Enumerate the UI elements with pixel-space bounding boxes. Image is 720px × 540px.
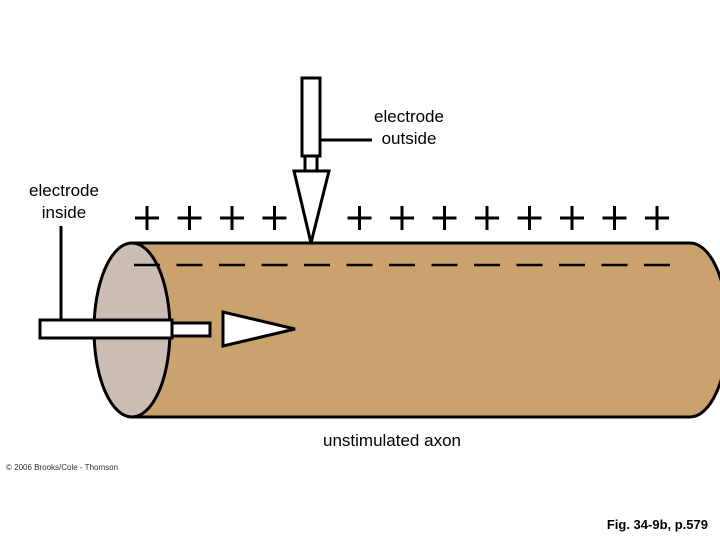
plus-charge — [220, 206, 244, 230]
outside-charge-row — [135, 206, 669, 230]
inside-electrode-tip — [221, 310, 296, 348]
plus-charge — [262, 206, 287, 230]
inside-electrode-collar — [170, 321, 212, 338]
axon-caption: unstimulated axon — [323, 431, 461, 450]
plus-charge — [517, 206, 542, 230]
outside-electrode-collar — [303, 154, 319, 173]
plus-charge — [645, 206, 669, 230]
plus-charge — [560, 206, 584, 230]
plus-charge — [347, 206, 372, 230]
outside-electrode-shaft — [300, 76, 322, 158]
electrode-outside-line2: outside — [381, 129, 437, 148]
outside-electrode — [292, 76, 372, 244]
plus-charge — [475, 206, 499, 230]
plus-charge — [177, 206, 202, 230]
electrode-outside-line1: electrode — [374, 107, 444, 126]
plus-charge — [432, 206, 457, 230]
axon-cylinder-body — [130, 241, 720, 419]
figure-reference: Fig. 34-9b, p.579 — [606, 517, 708, 532]
plus-charge — [602, 206, 627, 230]
plus-charge — [135, 206, 159, 230]
electrode-outside-label: electrode outside — [366, 106, 452, 150]
inside-electrode — [38, 226, 296, 348]
electrode-inside-line1: electrode — [29, 181, 99, 200]
electrode-inside-label: electrode inside — [16, 180, 112, 224]
inside-electrode-shaft — [38, 318, 174, 340]
copyright-credit: © 2006 Brooks/Cole - Thomson — [6, 463, 119, 472]
plus-charge — [390, 206, 414, 230]
outside-electrode-tip — [292, 169, 331, 244]
electrode-inside-line2: inside — [41, 203, 87, 222]
